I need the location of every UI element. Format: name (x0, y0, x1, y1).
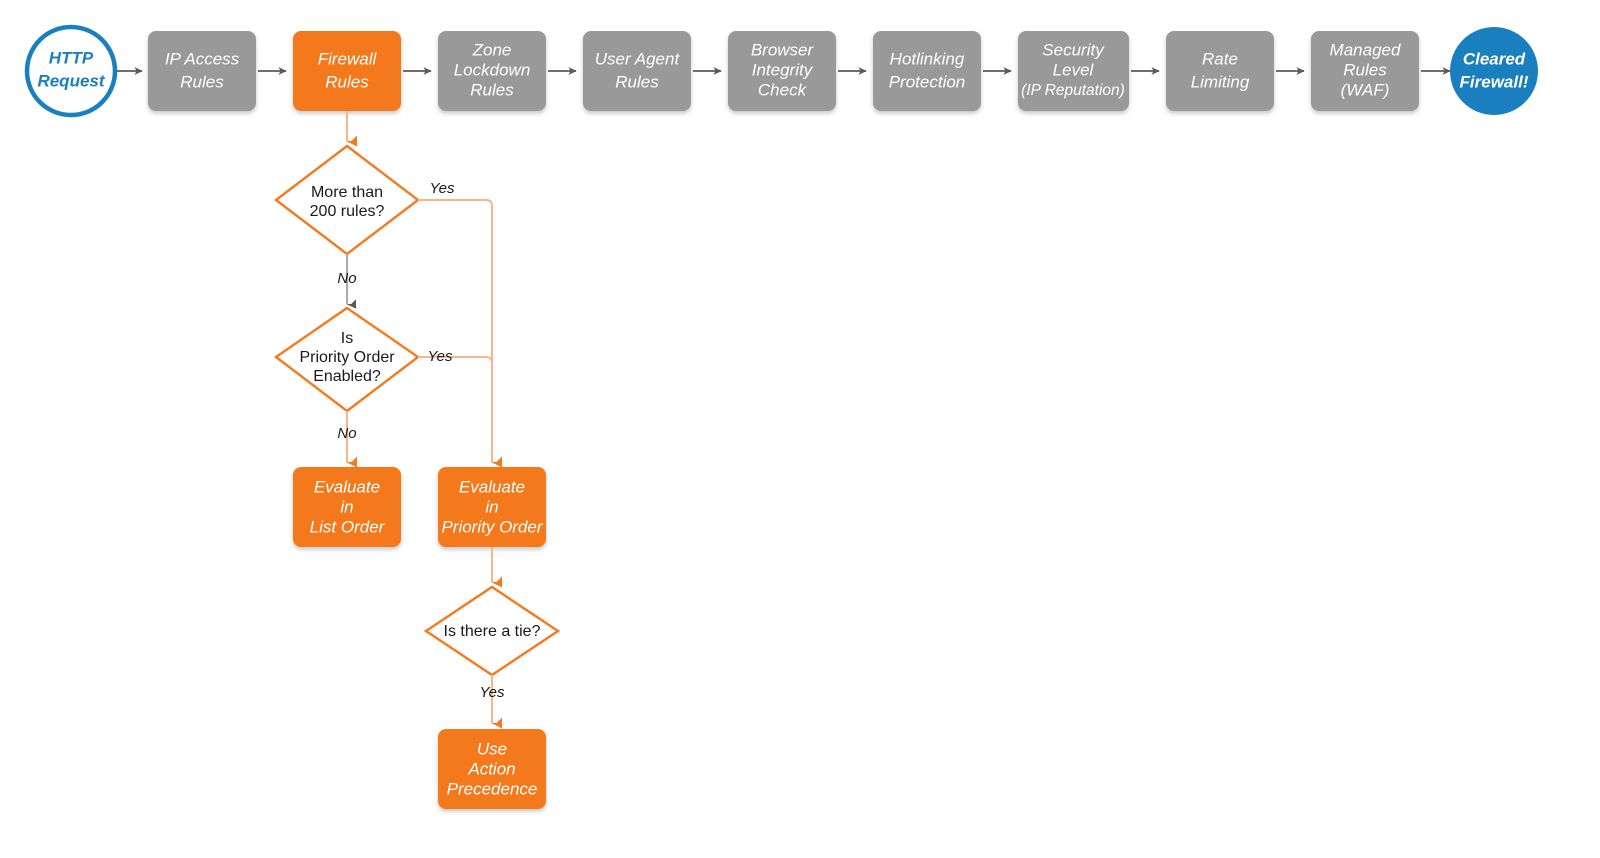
user-agent-line2: Rules (615, 72, 659, 91)
edge-decision-rules-count-yes (418, 199, 502, 468)
node-security-level[interactable] (1018, 31, 1129, 111)
node-zone-lockdown-rules-text: Zone Lockdown Rules (454, 40, 531, 99)
node-http-request[interactable]: HTTP Request (24, 24, 118, 118)
node-decision-more-than-200-rules[interactable]: More than 200 rules? (274, 144, 420, 256)
evaluate-list-order-line3: List Order (310, 517, 386, 536)
managed-rules-line1: Managed (1330, 40, 1401, 59)
node-cleared-firewall[interactable]: Cleared Firewall! (1450, 27, 1538, 115)
decision-rules-count-line1: More than (311, 184, 383, 201)
http-request-label-line2: Request (37, 71, 105, 90)
hotlinking-line1: Hotlinking (890, 49, 965, 68)
node-evaluate-priority-order-text: Evaluate in Priority Order (441, 477, 543, 536)
node-zone-lockdown-rules[interactable] (438, 31, 546, 111)
evaluate-priority-order-line3: Priority Order (441, 517, 543, 536)
evaluate-list-order-line1: Evaluate (314, 477, 380, 496)
http-request-label-line1: HTTP (49, 48, 94, 67)
node-use-action-precedence-text: Use Action Precedence (447, 739, 538, 798)
zone-lockdown-line2: Lockdown (454, 60, 531, 79)
managed-rules-line3: (WAF) (1341, 80, 1390, 99)
evaluate-list-order-line2: in (340, 497, 353, 516)
decision-priority-enabled-line3: Enabled? (313, 368, 381, 385)
managed-rules-line2: Rules (1343, 60, 1387, 79)
security-level-line1: Security (1042, 40, 1105, 59)
node-user-agent-rules[interactable] (583, 31, 691, 111)
evaluate-priority-order-line1: Evaluate (459, 477, 525, 496)
node-ip-access-rules-text: IP Access Rules (165, 49, 240, 91)
edge-label-priority-enabled-no: No (337, 425, 356, 442)
node-evaluate-priority-order[interactable] (438, 467, 546, 547)
browser-integrity-line1: Browser (751, 40, 815, 59)
node-security-level-text: Security Level (IP Reputation) (1021, 40, 1125, 99)
cleared-firewall-label-line2: Firewall! (1460, 72, 1529, 91)
ip-access-rules-line1: IP Access (165, 49, 240, 68)
use-action-precedence-line1: Use (477, 739, 507, 758)
node-user-agent-rules-text: User Agent Rules (595, 49, 681, 91)
cleared-firewall-label-line1: Cleared (1463, 49, 1526, 68)
decision-tie-line1: Is there a tie? (444, 623, 541, 640)
edge-label-tie-yes: Yes (479, 684, 505, 701)
ip-access-rules-line2: Rules (180, 72, 224, 91)
security-level-line3: (IP Reputation) (1021, 82, 1125, 99)
node-browser-integrity-check[interactable] (728, 31, 836, 111)
rate-limiting-line1: Rate (1202, 49, 1238, 68)
node-decision-is-there-a-tie[interactable]: Is there a tie? (423, 585, 561, 677)
node-managed-rules-waf-text: Managed Rules (WAF) (1330, 40, 1401, 99)
use-action-precedence-line3: Precedence (447, 779, 538, 798)
node-use-action-precedence[interactable] (438, 729, 546, 809)
zone-lockdown-line3: Rules (470, 80, 514, 99)
browser-integrity-line3: Check (758, 80, 808, 99)
node-managed-rules-waf[interactable] (1311, 31, 1419, 111)
use-action-precedence-line2: Action (467, 759, 515, 778)
edge-label-rules-count-no: No (337, 270, 356, 287)
user-agent-line1: User Agent (595, 49, 681, 68)
decision-priority-enabled-line2: Priority Order (299, 349, 395, 366)
hotlinking-line2: Protection (889, 72, 966, 91)
node-firewall-rules[interactable] (293, 31, 401, 111)
firewall-rules-line1: Firewall (318, 49, 378, 68)
decision-rules-count-line2: 200 rules? (310, 203, 385, 220)
node-firewall-rules-text: Firewall Rules (318, 49, 378, 91)
edge-decision-priority-enabled-yes (418, 356, 493, 462)
edge-label-rules-count-yes: Yes (429, 180, 455, 197)
node-evaluate-list-order[interactable] (293, 467, 401, 547)
node-rate-limiting[interactable] (1166, 31, 1274, 111)
decision-priority-enabled-line1: Is (341, 330, 353, 347)
firewall-rules-line2: Rules (325, 72, 369, 91)
node-hotlinking-protection[interactable] (873, 31, 981, 111)
rate-limiting-line2: Limiting (1191, 72, 1250, 91)
node-rate-limiting-text: Rate Limiting (1191, 49, 1250, 91)
node-decision-priority-order-enabled[interactable]: Is Priority Order Enabled? (273, 306, 421, 413)
node-hotlinking-protection-text: Hotlinking Protection (889, 49, 966, 91)
browser-integrity-line2: Integrity (752, 60, 814, 79)
node-browser-integrity-check-text: Browser Integrity Check (751, 40, 815, 99)
zone-lockdown-line1: Zone (472, 40, 512, 59)
security-level-line2: Level (1053, 60, 1095, 79)
node-evaluate-list-order-text: Evaluate in List Order (310, 477, 386, 536)
node-ip-access-rules[interactable] (148, 31, 256, 111)
edge-label-priority-enabled-yes: Yes (427, 348, 453, 365)
evaluate-priority-order-line2: in (485, 497, 498, 516)
